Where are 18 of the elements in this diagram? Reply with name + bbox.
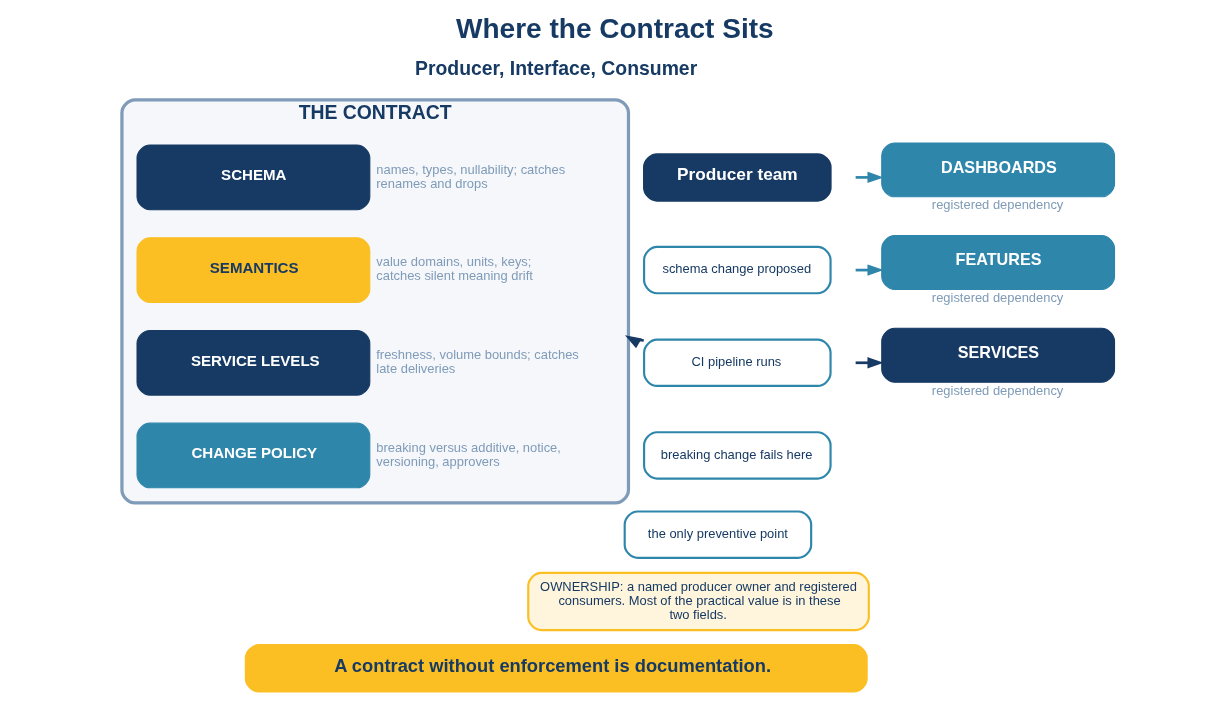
node-box: Producer team — [643, 153, 832, 202]
label: Producer, Interface, Consumer — [415, 57, 698, 80]
diagram-title: Where the Contract Sits — [456, 13, 774, 45]
node-box: breaking change fails here — [643, 431, 832, 480]
node-box: schema change proposed — [643, 245, 832, 295]
arrow — [855, 357, 884, 369]
node-label: names, types, nullability; catches renames and drops — [376, 161, 566, 191]
node-label: registered dependency — [931, 197, 1064, 213]
node-label: registered dependency — [931, 289, 1064, 305]
node-box: A contract without enforcement is documentation. — [244, 644, 868, 693]
node-label: registered dependency — [931, 382, 1064, 398]
node-box: OWNERSHIP: a named producer owner and registered consumers. Most of the practical value is in these two fields. — [527, 571, 870, 632]
node-box: the only preventive point — [623, 510, 813, 559]
arrow — [855, 171, 884, 184]
node-label: breaking versus additive, notice, versioning, approvers — [376, 439, 561, 469]
node-label: freshness, volume bounds; catches late deliveries — [376, 347, 579, 377]
node-label: value domains, units, keys; catches silent meaning drift — [376, 254, 533, 284]
node-box: CI pipeline runs — [643, 338, 832, 388]
